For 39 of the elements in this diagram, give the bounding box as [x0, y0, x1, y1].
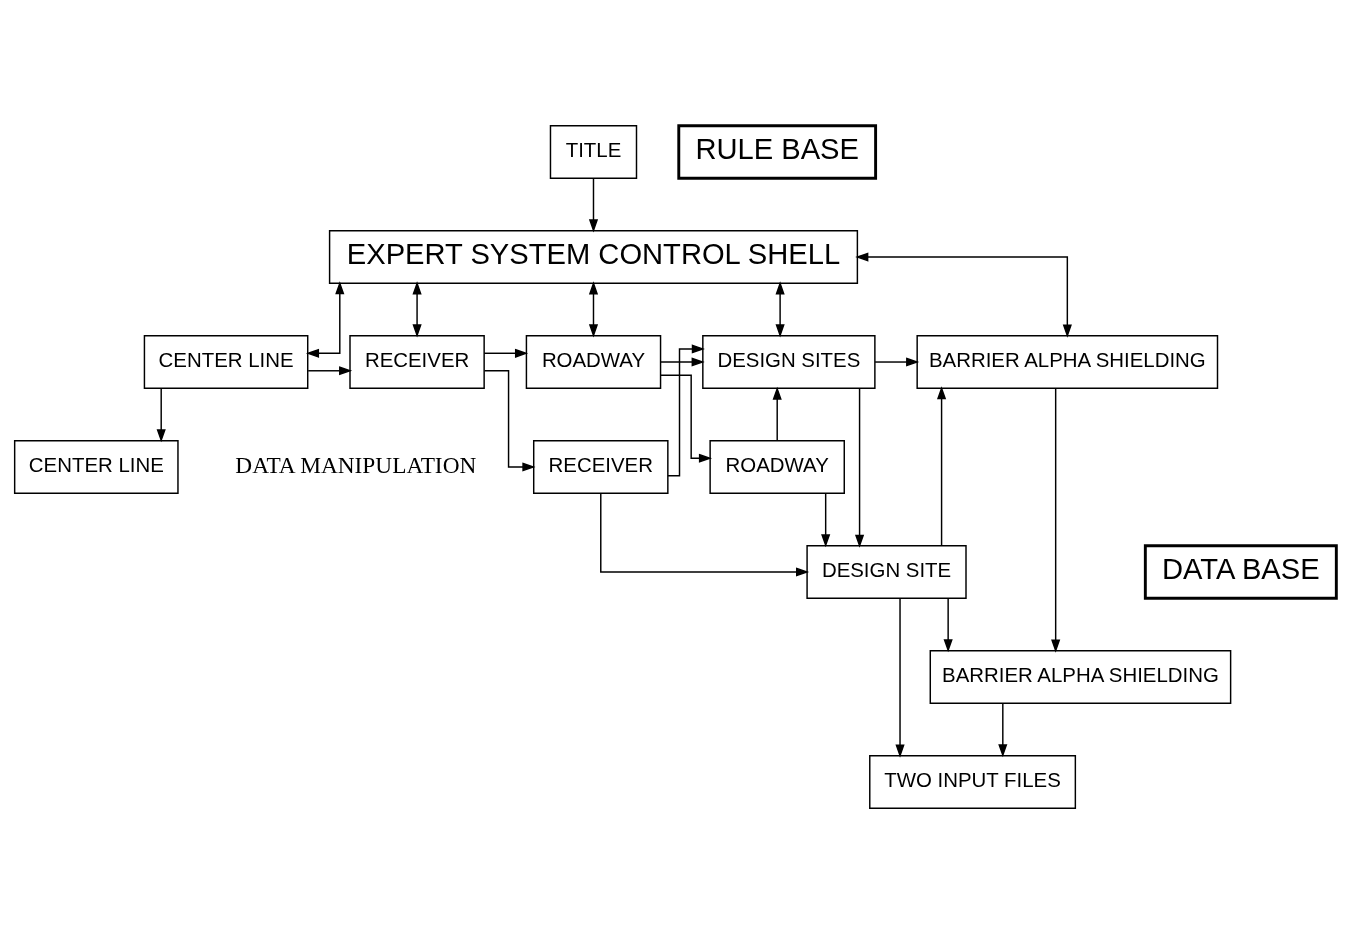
node-box: CENTER LINE [13, 439, 179, 494]
node-box: DATA BASE [1143, 543, 1338, 600]
arrow [156, 387, 166, 442]
arrow [943, 597, 953, 652]
node-box: RECEIVER [349, 334, 485, 389]
arrow [600, 492, 810, 577]
node-box: ROADWAY [525, 334, 662, 389]
node-box: BARRIER ALPHA SHIELDING [916, 334, 1219, 389]
arrow [483, 348, 529, 358]
node-box: DESIGN SITES [702, 334, 876, 389]
arrow [588, 177, 599, 232]
arrow [483, 369, 536, 472]
node-box: CENTER LINE [143, 334, 309, 389]
arrow [772, 386, 782, 441]
node-box: ROADWAY [709, 439, 845, 494]
arrow [667, 343, 705, 476]
node-box: RULE BASE [677, 123, 878, 180]
arrow [998, 702, 1008, 757]
arrow [660, 373, 713, 463]
arrow [305, 280, 345, 358]
arrow [1051, 387, 1061, 653]
arrow [895, 597, 905, 758]
arrow [854, 387, 865, 548]
arrow [937, 385, 947, 546]
arrow [874, 356, 920, 367]
arrow [307, 365, 353, 375]
node-box: BARRIER ALPHA SHIELDING [929, 649, 1232, 704]
node-box: EXPERT SYSTEM CONTROL SHELL [328, 229, 859, 284]
arrow [855, 251, 1072, 338]
arrow [821, 492, 831, 547]
arrow [412, 280, 422, 337]
node-box: TWO INPUT FILES [869, 754, 1077, 809]
node-box: RECEIVER [533, 439, 669, 494]
label: DATA MANIPULATION [235, 451, 477, 478]
arrow [588, 280, 599, 337]
arrow [775, 280, 785, 337]
node-box: DESIGN SITE [806, 544, 967, 599]
node-box: TITLE [549, 124, 638, 179]
arrow [660, 356, 705, 367]
